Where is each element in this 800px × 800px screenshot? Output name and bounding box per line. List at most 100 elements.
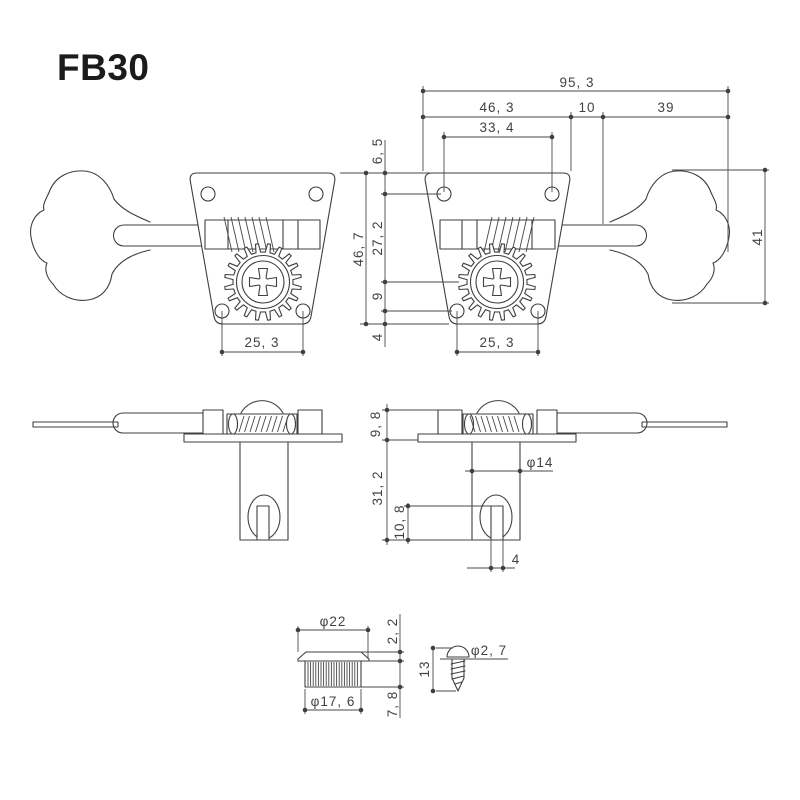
hatch-line (518, 216, 528, 253)
side-view-left-tuner (32, 400, 343, 541)
hatch-line (469, 415, 476, 433)
hatch-line (525, 216, 535, 253)
bushing-knurling (307, 662, 358, 686)
hatch-line (282, 415, 289, 433)
hatch-line (258, 216, 268, 253)
dim-slot-depth: 10, 8 (392, 504, 407, 539)
dim-slot-width: 4 (512, 552, 521, 567)
phillips-screw-icon (482, 267, 512, 297)
front-view-right-tuner (424, 170, 730, 325)
hatch-line (475, 415, 481, 433)
hatch-line (486, 415, 492, 433)
dim-key-height: 41 (750, 228, 765, 245)
housing-post (536, 409, 558, 435)
hatch-line (277, 415, 283, 433)
hatch-line (480, 415, 487, 433)
dim-gap: 10 (578, 100, 595, 115)
front-view-dimensions: 95, 3 46, 3 10 39 33, 4 6, 5 46, 7 27, 2… (219, 75, 769, 356)
hatch-line (223, 216, 233, 253)
key-shaft-right (554, 224, 647, 247)
gear-hub-outer-left (235, 254, 291, 310)
worm-housing-left (204, 219, 321, 250)
housing-post (437, 409, 463, 435)
phillips-screw-icon (248, 267, 278, 297)
screw-thread (450, 660, 466, 665)
screw-thread (450, 670, 466, 675)
gear-hub-inner-left (241, 260, 285, 304)
front-view-left-tuner (30, 170, 336, 325)
screw-hole (308, 186, 324, 202)
hatch-line (237, 216, 247, 253)
hatch-line (504, 216, 514, 253)
hatch-line (244, 216, 254, 253)
worm-dome-right (476, 400, 520, 414)
dim-screw-length: 13 (417, 660, 432, 677)
hatch-line (511, 216, 521, 253)
hatch-line (230, 216, 240, 253)
side-view-right-tuner (417, 400, 728, 541)
dim-post-length: 31, 2 (370, 470, 385, 505)
dim-top-hole-to-gear: 27, 2 (370, 220, 385, 255)
dim-body-diameter: φ17, 6 (311, 694, 356, 709)
hatch-line (483, 216, 493, 253)
screw-thread (450, 665, 466, 670)
housing-post (297, 409, 323, 435)
hatch-line (508, 415, 514, 433)
worm-drum-hatch-right (469, 415, 520, 433)
dim-post-diameter: φ14 (527, 455, 554, 470)
gear-hub-inner-right (475, 260, 519, 304)
side-view-dimensions: 9, 8 31, 2 10, 8 φ14 4 (368, 404, 553, 572)
dim-bottom-hole-to-edge: 4 (370, 333, 385, 342)
bushing-detail-view: φ22 2, 2 7, 8 φ17, 6 (295, 614, 404, 718)
screw-hole (200, 186, 216, 202)
hatch-line (238, 415, 245, 433)
dim-edge-to-top-hole: 6, 5 (370, 138, 385, 165)
string-slot-right (490, 505, 504, 541)
key-shaft-left (113, 224, 206, 247)
dim-body-height: 7, 8 (385, 691, 400, 718)
screw-thread (451, 675, 465, 680)
hatch-line (260, 415, 267, 433)
dim-flange-height: 2, 2 (385, 618, 400, 645)
hatch-line (497, 415, 503, 433)
string-slot-left (256, 505, 270, 541)
base-plate-right (417, 433, 577, 443)
key-blade-right (641, 421, 728, 428)
hatch-line (497, 216, 507, 253)
hatch-line (265, 216, 275, 253)
dim-flange-diameter: φ22 (320, 614, 347, 629)
hatch-line (255, 415, 261, 433)
hatch-line (271, 415, 278, 433)
key-blade-left (32, 421, 119, 428)
key-clover-left (30, 170, 151, 301)
dim-screw-diameter: φ2, 7 (471, 643, 507, 658)
hatch-line (491, 415, 498, 433)
screw-detail-view: 13 φ2, 7 (417, 643, 508, 694)
screw-head (446, 645, 470, 658)
worm-drum-hatch-left (238, 415, 289, 433)
bushing-flange (297, 651, 370, 662)
hatch-line (244, 415, 250, 433)
dim-gear-to-bottom-hole: 9 (370, 292, 385, 301)
dim-top-hole-span: 33, 4 (479, 120, 514, 135)
worm-dome-left (240, 400, 284, 414)
key-stem-right (546, 412, 648, 434)
hatch-line (513, 415, 520, 433)
page-title: FB30 (57, 47, 149, 88)
dim-plate-height: 46, 7 (351, 231, 366, 266)
hatch-line (249, 415, 256, 433)
dim-bottom-hole-span-right: 25, 3 (479, 335, 514, 350)
key-clover-right (609, 170, 730, 301)
dim-key-length: 39 (657, 100, 674, 115)
gear-hub-outer-right (469, 254, 525, 310)
key-stem-left (112, 412, 214, 434)
dim-housing-height: 9, 8 (368, 411, 383, 438)
hatch-line (266, 415, 272, 433)
housing-post (202, 409, 224, 435)
bushing-body (304, 660, 362, 688)
hatch-line (502, 415, 509, 433)
dim-plate-width: 46, 3 (479, 100, 514, 115)
dim-overall-width: 95, 3 (559, 75, 594, 90)
